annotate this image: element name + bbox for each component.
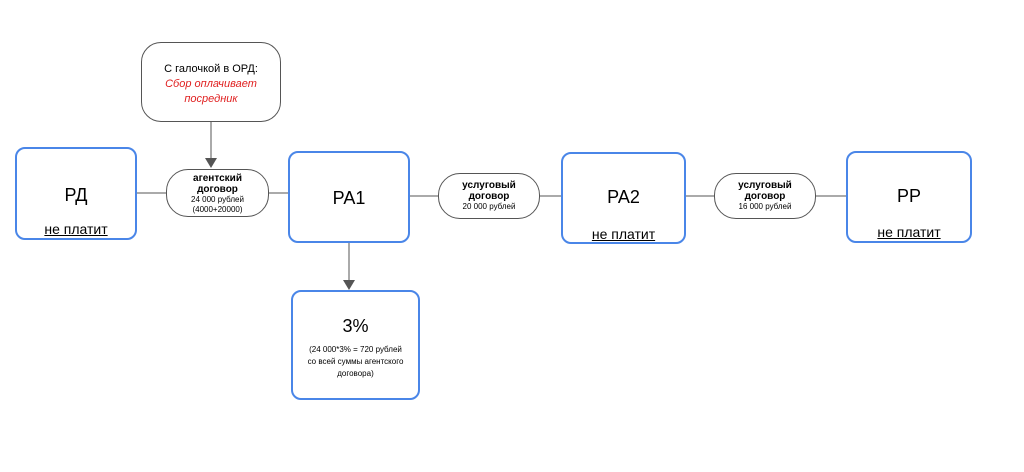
node-fee: 3% (24 000*3% = 720 рублей со всей суммы… — [291, 290, 420, 400]
node-rr: РР не платит — [846, 151, 972, 243]
contract-service-2-title-2: договор — [744, 191, 786, 202]
contract-agent: агентский договор 24 000 рублей (4000+20… — [166, 169, 269, 217]
contract-service-1-title-1: услуговый — [462, 180, 516, 191]
node-ra2-status: не платит — [591, 226, 656, 242]
contract-service-2: услуговый договор 16 000 рублей — [714, 173, 816, 219]
arrow-head-note-agent — [205, 158, 217, 168]
contract-agent-title-2: договор — [197, 184, 238, 195]
node-ra1: РА1 — [288, 151, 410, 243]
node-rd-status: не платит — [44, 221, 108, 237]
node-fee-detail-1: (24 000*3% = 720 рублей — [309, 345, 402, 354]
node-rd-title: РД — [64, 185, 88, 205]
note-accent-line-1: Сбор оплачивает — [165, 78, 257, 90]
contract-agent-amount: 24 000 рублей — [191, 195, 244, 204]
node-ra1-title: РА1 — [332, 188, 366, 208]
node-rr-status: не платит — [877, 224, 941, 240]
node-ra2: РА2 не платит — [561, 152, 686, 244]
contract-agent-breakdown: (4000+20000) — [192, 205, 243, 214]
contract-service-2-amount: 16 000 рублей — [738, 202, 792, 211]
node-ra2-title: РА2 — [607, 187, 640, 207]
node-fee-detail-3: договора) — [337, 369, 374, 378]
contract-service-1-title-2: договор — [468, 191, 510, 202]
node-rr-title: РР — [896, 186, 921, 206]
arrow-head-ra1-fee — [343, 280, 355, 290]
node-fee-detail-2: со всей суммы агентского — [307, 357, 404, 366]
node-rd: РД не платит — [15, 147, 137, 240]
contract-service-2-title-1: услуговый — [738, 180, 792, 191]
note-box: С галочкой в ОРД: Сбор оплачивает посред… — [141, 42, 281, 122]
contract-service-1-amount: 20 000 рублей — [462, 202, 516, 211]
note-accent-line-2: посредник — [184, 93, 238, 105]
node-fee-title: 3% — [342, 316, 369, 336]
contract-service-1: услуговый договор 20 000 рублей — [438, 173, 540, 219]
note-label: С галочкой в ОРД: — [164, 63, 258, 75]
contract-agent-title-1: агентский — [193, 173, 242, 184]
